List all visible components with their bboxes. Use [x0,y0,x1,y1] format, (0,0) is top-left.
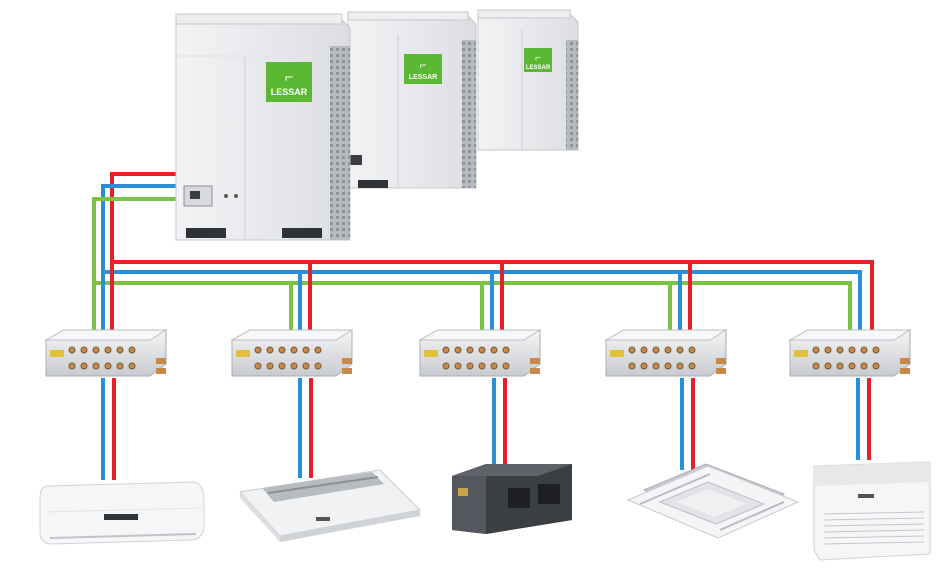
logo-mark-icon: ⌐ [285,69,294,86]
logo-mark-icon: ⌐ [535,53,541,64]
refrigerant-distributor-icon [604,329,728,377]
indoor-units [39,461,931,561]
refrigerant-distributor-icon [418,329,542,377]
four-way-cassette-ac-icon [626,463,800,539]
refrigerant-distributor-icon [230,329,354,377]
outdoor-unit-logo-text: LESSAR [271,87,308,97]
outdoor-unit-logo-text: LESSAR [409,74,437,81]
wall-mounted-ac-icon [39,481,205,545]
refrigerant-distributor-icon [44,329,168,377]
vrf-outdoor-unit-icon: LESSAR ⌐ [347,11,477,189]
outdoor-unit-logo-text: LESSAR [526,65,551,71]
vrf-outdoor-unit-icon: LESSAR ⌐ [477,9,579,151]
floor-ceiling-ac-icon [813,461,931,561]
outdoor-units: LESSAR ⌐ LESSAR ⌐ LESSAR ⌐ [175,9,579,241]
refrigerant-distributor-icon [788,329,912,377]
refrigerant-pipes [92,172,874,480]
vrf-outdoor-unit-icon: LESSAR ⌐ [175,13,351,241]
logo-badge [404,54,442,84]
distributors [44,329,912,377]
logo-badge [524,48,552,72]
one-way-cassette-ac-icon [239,469,422,542]
ducted-ac-icon [452,464,572,534]
indoor-unit-pipes [101,378,871,480]
logo-badge [266,62,312,102]
logo-mark-icon: ⌐ [419,58,426,72]
branch-pipes [92,262,692,330]
